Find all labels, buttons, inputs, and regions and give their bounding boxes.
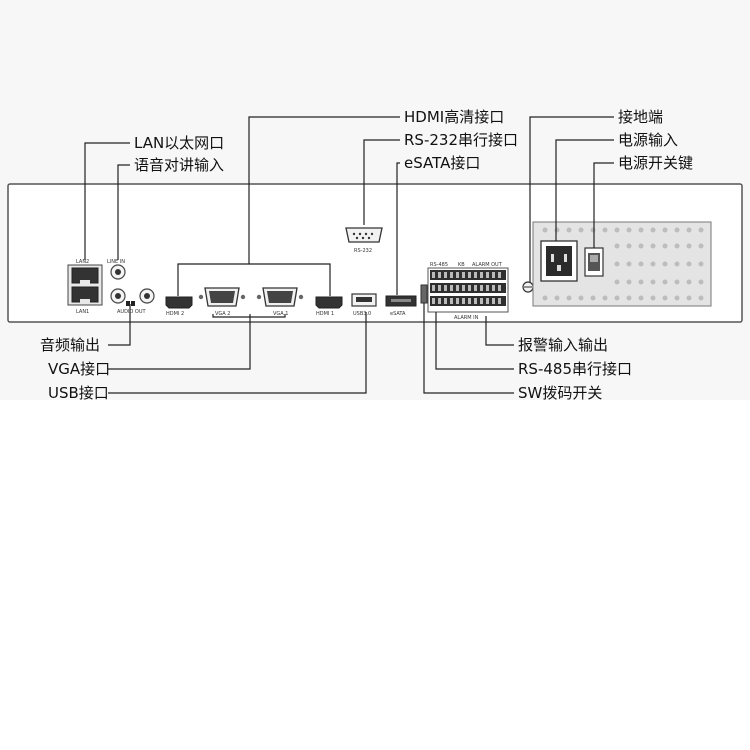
callout-power-in: 电源输入 <box>618 131 679 149</box>
callout-audio-out: 音频输出 <box>40 336 101 354</box>
callout-rs232: RS-232串行接口 <box>404 131 518 149</box>
power-inlet <box>540 240 578 282</box>
callout-line-in: 语音对讲输入 <box>134 156 225 174</box>
alarm-in-label: ALARM IN <box>454 315 479 321</box>
terminal-blocks <box>420 267 509 313</box>
vga1-port <box>256 287 304 307</box>
esata-label: eSATA <box>390 311 406 317</box>
usb-label: USB3.0 <box>353 311 371 317</box>
audio-jacks <box>110 264 155 306</box>
rs232-port <box>345 227 383 243</box>
kb-label: KB <box>458 262 465 268</box>
rs232-label: RS-232 <box>354 248 372 254</box>
callout-alarm: 报警输入输出 <box>518 336 609 354</box>
hdmi2-port <box>165 296 193 309</box>
alarm-out-label: ALARM OUT <box>472 262 503 268</box>
callout-ground: 接地端 <box>618 108 664 126</box>
callout-lan: LAN以太网口 <box>134 134 225 152</box>
callout-vga: VGA接口 <box>48 360 111 378</box>
lan-ports <box>67 264 103 306</box>
callout-power-switch: 电源开关键 <box>618 154 694 172</box>
rs485-label: RS-485 <box>430 262 448 268</box>
callout-usb: USB接口 <box>48 384 109 402</box>
callout-hdmi: HDMI高清接口 <box>404 108 505 126</box>
esata-port <box>385 295 417 307</box>
vga2-label: VGA 2 <box>215 311 231 317</box>
line-in-label: LINE IN <box>107 259 125 265</box>
vga2-port <box>198 287 246 307</box>
vga1-label: VGA 1 <box>273 311 289 317</box>
usb-port <box>351 293 377 307</box>
hdmi2-label: HDMI 2 <box>166 311 184 317</box>
lan1-label: LAN1 <box>76 309 89 315</box>
audio-out-label: AUDIO OUT <box>117 309 147 315</box>
hdmi1-port <box>315 296 343 309</box>
callout-rs485: RS-485串行接口 <box>518 360 632 378</box>
leader-lines <box>84 116 614 394</box>
hdmi1-label: HDMI 1 <box>316 311 334 317</box>
lan2-label: LAN2 <box>76 259 89 265</box>
callout-sw: SW拨码开关 <box>518 384 603 402</box>
callout-esata: eSATA接口 <box>404 154 481 172</box>
ground-screw <box>522 281 534 293</box>
power-switch <box>584 247 604 277</box>
